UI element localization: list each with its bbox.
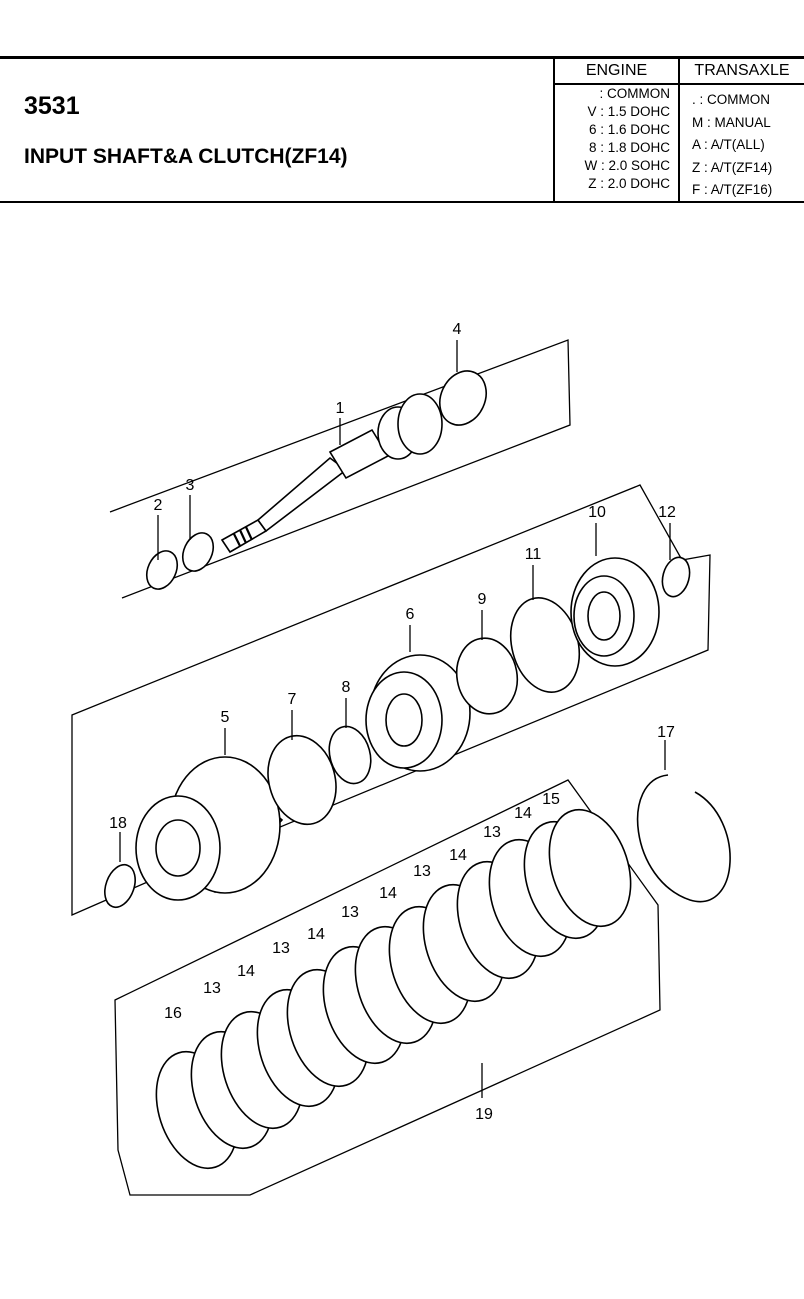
callout-10: 10 — [588, 504, 606, 521]
callout-9: 9 — [478, 591, 487, 608]
piston-6 — [365, 654, 471, 772]
callout-1: 1 — [336, 400, 345, 417]
callout-4: 4 — [453, 321, 462, 338]
engine-legend-table: ENGINE : COMMON V : 1.5 DOHC 6 : 1.6 DOH… — [553, 59, 678, 201]
transaxle-row: . : COMMON — [692, 92, 770, 107]
engine-row: : COMMON — [595, 86, 671, 101]
callout-17: 17 — [657, 724, 675, 741]
engine-heading: ENGINE — [555, 59, 678, 85]
engine-row: W : 2.0 SOHC — [584, 158, 670, 173]
engine-row: V : 1.5 DOHC — [587, 104, 670, 119]
callout-13: 13 — [203, 980, 221, 997]
leader-lines — [119, 340, 671, 1098]
input-shaft — [220, 393, 443, 554]
plate-pack-frame — [114, 779, 661, 1196]
snap-ring-2 — [145, 550, 179, 590]
callout-11: 11 — [525, 546, 542, 563]
exploded-parts-diagram: 1 2 3 4 5 6 7 8 9 10 11 12 13 13 13 13 1… — [71, 321, 731, 1196]
callout-14: 14 — [379, 885, 397, 902]
header-bar: 3531 INPUT SHAFT&A CLUTCH(ZF14) ENGINE :… — [0, 56, 804, 203]
callout-13: 13 — [272, 940, 290, 957]
transaxle-row: Z : A/T(ZF14) — [692, 159, 773, 175]
ring-7 — [267, 734, 337, 826]
retainer-10 — [570, 557, 660, 667]
transaxle-heading: TRANSAXLE — [680, 59, 804, 85]
clutch-drum — [135, 756, 284, 901]
callout-8: 8 — [342, 679, 351, 696]
snap-ring-3 — [181, 532, 215, 572]
transaxle-row: A : A/T(ALL) — [692, 137, 765, 152]
transaxle-row: M : MANUAL — [692, 114, 771, 130]
callout-7: 7 — [288, 691, 297, 708]
callout-16: 16 — [164, 1005, 182, 1022]
engine-row: 8 : 1.8 DOHC — [588, 140, 670, 155]
catalog-code: 3531 — [24, 92, 80, 120]
callout-13: 13 — [341, 904, 359, 921]
callout-12: 12 — [658, 504, 676, 521]
seal-ring-4 — [439, 370, 487, 426]
callout-5: 5 — [221, 709, 230, 726]
snap-ring-12 — [661, 556, 691, 598]
transaxle-legend-table: TRANSAXLE . : COMMON M : MANUAL A : A/T(… — [678, 59, 804, 201]
shaft-group-frame — [109, 339, 571, 599]
callout-13: 13 — [413, 863, 431, 880]
callout-13: 13 — [483, 824, 501, 841]
callout-18: 18 — [109, 815, 127, 832]
transaxle-row: F : A/T(ZF16) — [692, 182, 773, 197]
callout-14: 14 — [514, 805, 532, 822]
section-title: INPUT SHAFT&A CLUTCH(ZF14) — [24, 145, 348, 168]
clutch-group-frame — [71, 484, 711, 916]
engine-row: Z : 2.0 DOHC — [588, 176, 670, 191]
snap-ring-18 — [104, 863, 136, 909]
callout-14: 14 — [307, 926, 325, 943]
ring-9 — [455, 637, 519, 715]
engine-row: 6 : 1.6 DOHC — [588, 122, 670, 137]
snap-ring-17 — [636, 774, 731, 903]
callout-15: 15 — [542, 791, 560, 808]
callout-19: 19 — [475, 1106, 493, 1123]
callout-14: 14 — [449, 847, 467, 864]
ring-8 — [328, 725, 372, 785]
callout-2: 2 — [154, 497, 163, 514]
callout-14: 14 — [237, 963, 255, 980]
callout-3: 3 — [186, 477, 195, 494]
callout-6: 6 — [406, 606, 415, 623]
clutch-plate-pack — [155, 808, 632, 1170]
